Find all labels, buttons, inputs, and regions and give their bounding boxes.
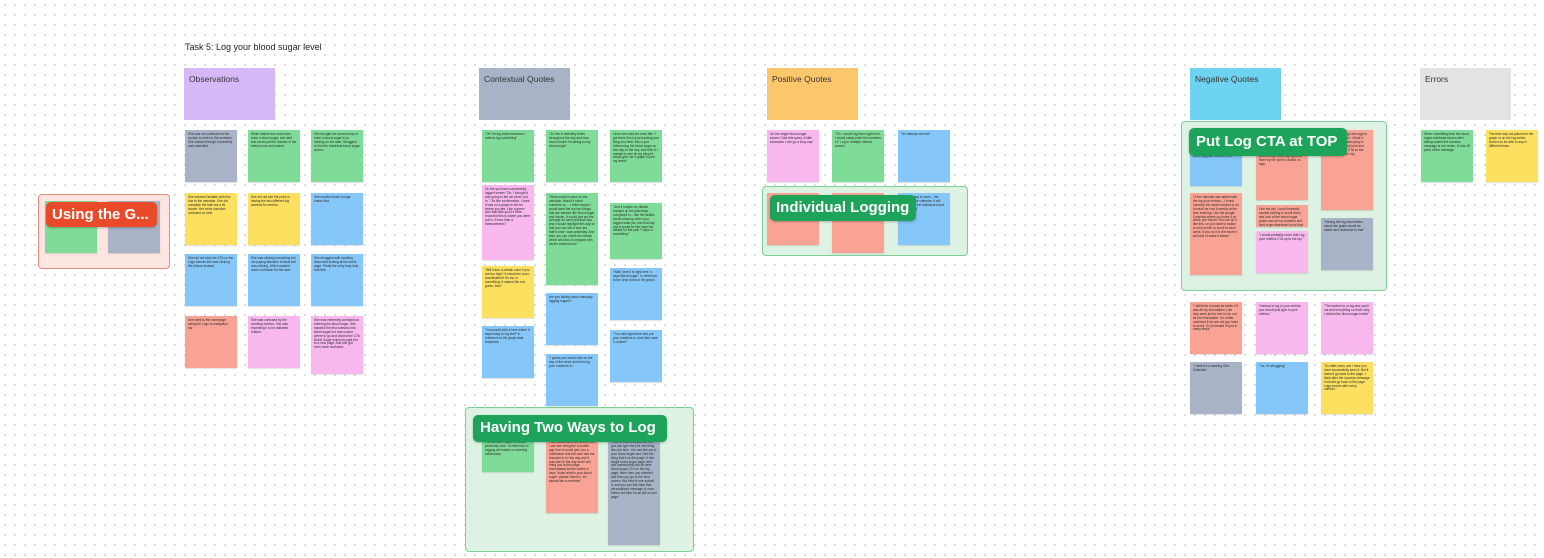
board-title: Task 5: Log your blood sugar level (185, 42, 322, 52)
sticky-note[interactable]: "I guess you would click on the day of t… (546, 354, 598, 406)
sticky-note[interactable]: She was extremely confused on entering t… (311, 316, 363, 374)
sticky-note[interactable]: "OK I'm log button because I metrics log… (482, 130, 534, 182)
sticky-note[interactable]: On the single blood sugar screen "Like t… (767, 130, 819, 182)
sticky-note[interactable]: "Wait, here it is right here. It says Bl… (610, 268, 662, 320)
sticky-note[interactable]: "Instead of log in your metrics you shou… (1256, 302, 1308, 354)
sticky-note[interactable]: She was clicking everything but not payi… (248, 254, 300, 306)
sticky-note[interactable]: "It's already set now" (898, 130, 950, 182)
cluster-tag-individual-logging[interactable]: Individual Logging (770, 195, 916, 221)
sticky-note[interactable]: She did not see the point in having the … (248, 193, 300, 245)
sticky-note[interactable]: She was confused by the scrolling metric… (248, 316, 300, 368)
sticky-note[interactable]: She scrolled down to logs button first. (311, 193, 363, 245)
sticky-note[interactable]: ...in the last 7 days. Or to put yesterd… (482, 438, 534, 472)
sticky-note[interactable]: When submitting from the blood sugar ind… (1421, 130, 1473, 182)
sticky-note[interactable]: She went to the homepage using the Logo … (185, 316, 237, 368)
sticky-note[interactable]: "If the calendar was added with the log … (1190, 193, 1242, 275)
sticky-note[interactable]: "So this is definitely times throughout … (546, 130, 598, 182)
sticky-note[interactable]: "You click right there and put your numb… (610, 330, 662, 382)
sticky-note[interactable]: "The section to or log and scroll out an… (1321, 302, 1373, 354)
header-contextual-quotes[interactable]: Contextual Quotes (479, 68, 570, 120)
sticky-note[interactable]: "And if maybe my details brought up the … (610, 203, 662, 259)
sticky-note[interactable]: "Oh, I would log them right here. I woul… (832, 130, 884, 182)
sticky-note[interactable]: When asked how would she enter a blood s… (248, 130, 300, 182)
sticky-note[interactable]: "Ya, I'm struggling" (1256, 362, 1308, 414)
cluster-tag-having-two-ways-to-log[interactable]: Having Two Ways to Log (473, 415, 667, 442)
cluster-tag-using-the-g[interactable]: Using the G... (46, 202, 157, 227)
cluster-tag-put-log-cta-at-top[interactable]: Put Log CTA at TOP (1189, 128, 1347, 156)
sticky-note[interactable]: She did not click the CTA on the Logs ba… (185, 254, 237, 306)
sticky-note[interactable]: "I still think it would be better if it … (1190, 302, 1242, 354)
sticky-note[interactable]: "What would it show on the calendar. Wou… (546, 193, 598, 285)
header-negative-quotes[interactable]: Negative Quotes (1190, 68, 1281, 120)
sticky-note[interactable]: ...like the fact that you set it in you … (608, 438, 660, 545)
sticky-note[interactable]: "Having the big stat metrics above the g… (1321, 218, 1373, 270)
sticky-note[interactable]: She seemed hesitate with this due to the… (185, 193, 237, 245)
sticky-note[interactable]: "I think it's a tracking Gita Calendar" (1190, 362, 1242, 414)
sticky-note[interactable]: The time was not placed on the graph or … (1486, 130, 1538, 182)
sticky-note[interactable]: "So after every one I have you have succ… (1321, 362, 1373, 414)
header-observations[interactable]: Observations (184, 68, 275, 120)
header-positive-quotes[interactable]: Positive Quotes (767, 68, 858, 120)
sticky-note[interactable]: "You would click it here where it says t… (482, 326, 534, 378)
sticky-note[interactable]: Like the old, I could honestly wanted lo… (1256, 205, 1308, 227)
header-errors[interactable]: Errors (1420, 68, 1511, 120)
sticky-note[interactable]: Are you talking about manually logging s… (546, 293, 598, 345)
sticky-note[interactable]: She thought the second way to enter a bl… (311, 130, 363, 182)
sticky-note[interactable]: She struggled with scrolling down and lo… (311, 254, 363, 306)
sticky-note[interactable]: "Will it turn a certain color if you are… (482, 266, 534, 318)
sticky-note[interactable]: On the you have successfully logged scre… (482, 185, 534, 260)
sticky-note[interactable]: "I would probably move that Log your met… (1256, 231, 1308, 273)
sticky-note[interactable]: ...the individual ones screen but I can … (546, 438, 598, 513)
sticky-note[interactable]: She was not confused on the section to e… (185, 130, 237, 182)
sticky-note[interactable]: Once she read the short title "I got the… (610, 130, 662, 182)
